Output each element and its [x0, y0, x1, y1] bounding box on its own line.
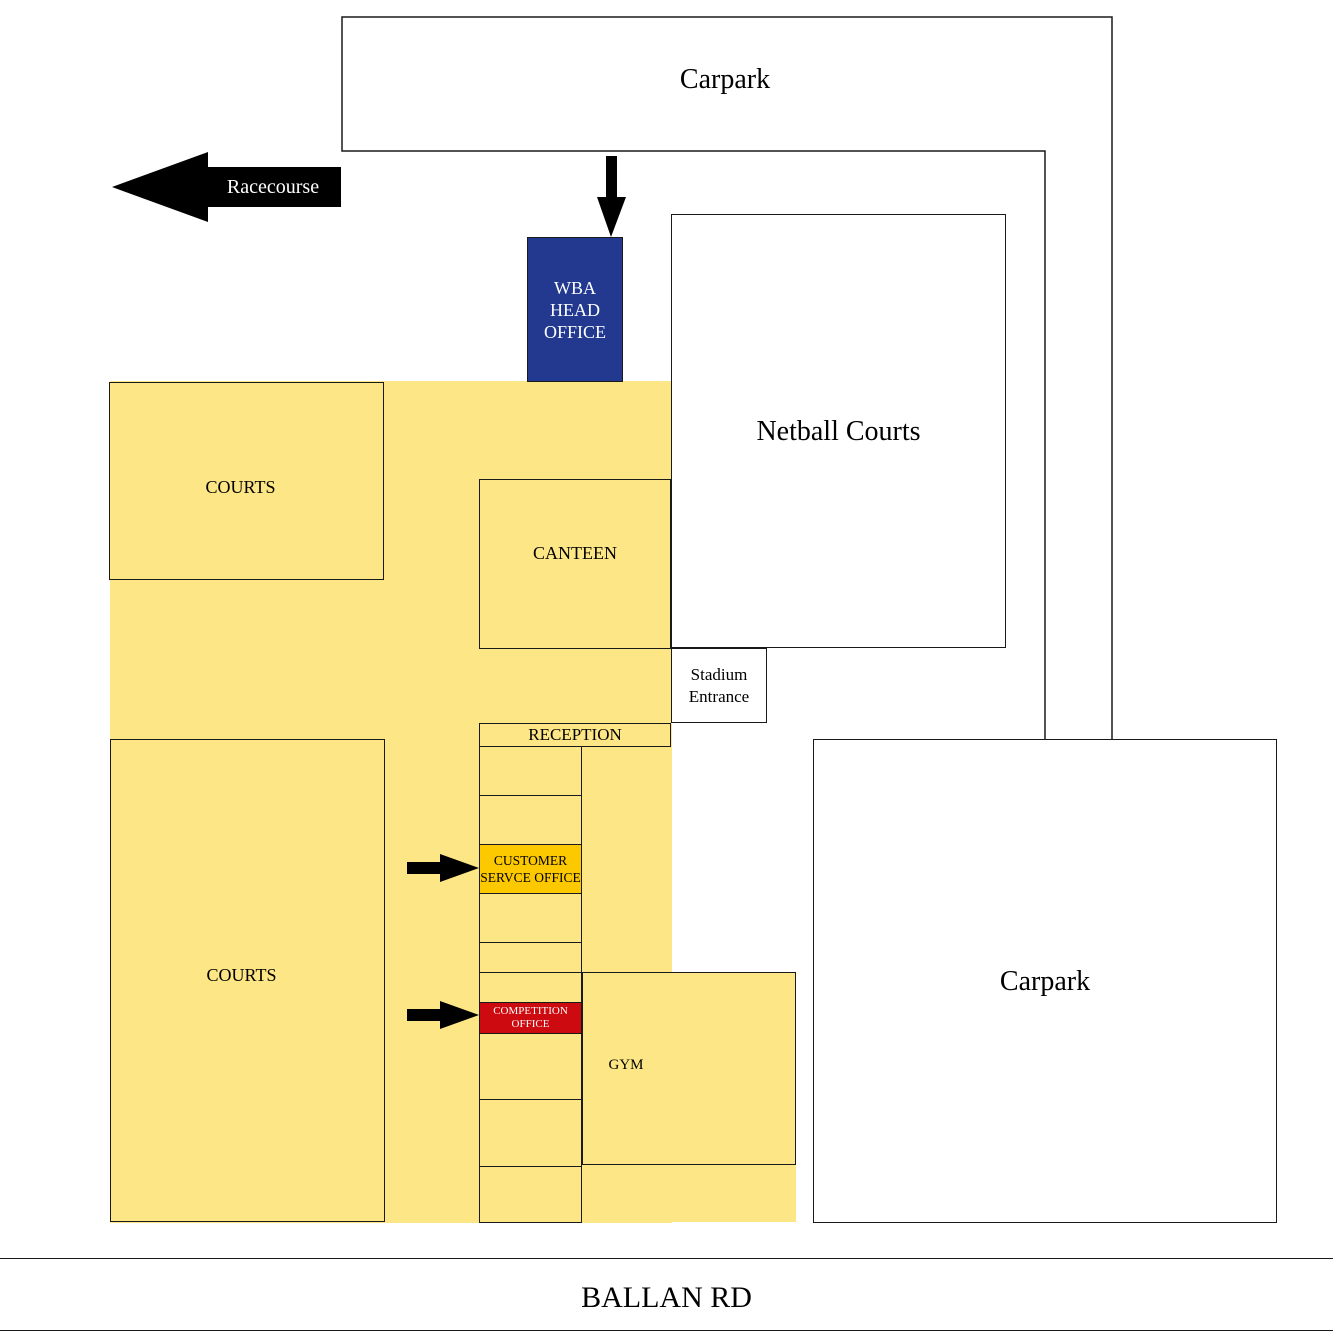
canteen-label: CANTEEN	[533, 542, 617, 563]
stadium-line1: Stadium	[690, 664, 748, 684]
wba-line2: HEAD	[550, 299, 600, 320]
carpark-right[interactable]	[813, 739, 1277, 1223]
customer-service-office[interactable]: CUSTOMER SERVCE OFFICE	[479, 844, 582, 894]
office-cell-2[interactable]	[479, 795, 582, 845]
stadium-line2: Entrance	[688, 686, 750, 706]
wba-head-office[interactable]: WBA HEAD OFFICE	[527, 237, 623, 382]
gym-label: GYM	[608, 1057, 644, 1073]
stadium-entrance[interactable]: Stadium Entrance	[671, 648, 767, 723]
reception-label: RECEPTION	[528, 725, 622, 744]
carpark-right-label: Carpark	[999, 966, 1091, 997]
racecourse-label: Racecourse	[226, 175, 320, 198]
courts-bottom[interactable]: COURTS	[110, 739, 385, 1222]
competition-line2: OFFICE	[511, 1018, 550, 1030]
office-cell-9[interactable]	[479, 1099, 582, 1167]
gym[interactable]: GYM	[582, 972, 796, 1165]
racecourse-sign[interactable]: Racecourse	[112, 152, 342, 222]
building-extension	[582, 972, 796, 1222]
office-cell-6[interactable]	[479, 972, 582, 1003]
office-cell-10[interactable]	[479, 1166, 582, 1223]
competition-office[interactable]: COMPETITION OFFICE	[479, 1002, 582, 1034]
office-cell-4[interactable]	[479, 893, 582, 943]
road-label: BALLAN RD	[581, 1281, 752, 1314]
wba-line1: WBA	[554, 277, 596, 298]
netball-courts[interactable]	[671, 214, 1006, 648]
canteen[interactable]: CANTEEN	[479, 479, 671, 649]
netball-courts-label: Netball Courts	[756, 416, 921, 447]
carpark-top-label: Carpark	[679, 64, 771, 95]
office-cell-5[interactable]	[479, 942, 582, 973]
reception[interactable]: RECEPTION	[479, 723, 671, 747]
office-cell-8[interactable]	[479, 1033, 582, 1100]
left-arrow-icon	[112, 152, 341, 222]
courts-bottom-label: COURTS	[206, 965, 277, 985]
wba-line3: OFFICE	[543, 321, 606, 342]
road-edge-top	[0, 1258, 1333, 1259]
column-divider	[581, 746, 582, 973]
courts-top[interactable]: COURTS	[109, 382, 384, 580]
competition-line1: COMPETITION	[493, 1005, 568, 1017]
customer-line1: CUSTOMER	[493, 853, 568, 868]
road-edge-bottom	[0, 1330, 1333, 1331]
courts-top-label: COURTS	[205, 476, 276, 497]
main-building	[110, 381, 672, 1223]
customer-line2: SERVCE OFFICE	[480, 870, 581, 885]
office-cell-1[interactable]	[479, 746, 582, 796]
